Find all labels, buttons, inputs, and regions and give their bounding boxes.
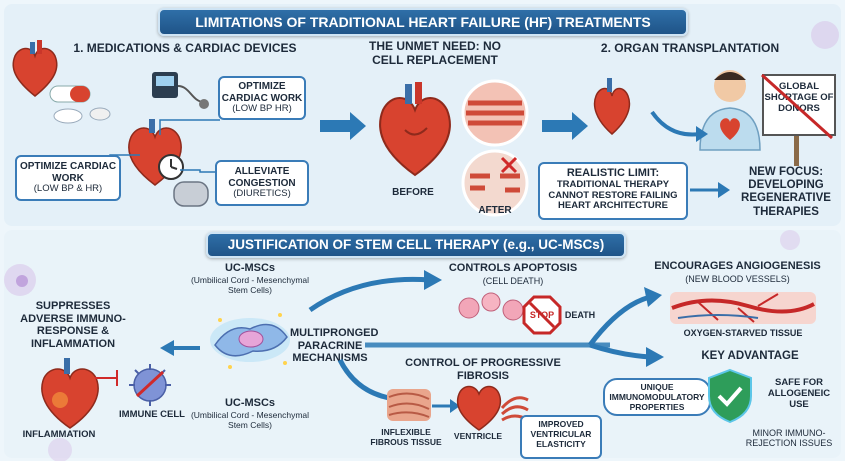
alleviate-sub: (DIURETICS)	[233, 188, 291, 199]
optimize-top-title: OPTIMIZE CARDIAC WORK	[221, 81, 303, 104]
arrow-fibrosis-to-ventricle	[432, 399, 460, 413]
optimize-cardiac-work-left-box: OPTIMIZE CARDIAC WORK (LOW BP & HR)	[15, 155, 121, 201]
heart-stopwatch-icon	[128, 119, 184, 186]
optimize-left-title: OPTIMIZE CARDIAC WORK	[19, 161, 117, 184]
arrow-to-new-focus	[690, 182, 730, 198]
apoptosis-title: CONTROLS APOPTOSIS	[448, 262, 578, 274]
cells-cluster-icon	[458, 292, 524, 321]
alleviate-title: ALLEVIATE CONGESTION	[228, 166, 296, 189]
optimize-top-sub: (LOW BP HR)	[232, 103, 292, 114]
angiogenesis-sub: (NEW BLOOD VESSELS)	[685, 274, 790, 284]
improved-elasticity-box: IMPROVED VENTRICULAR ELASTICITY	[520, 415, 602, 459]
minor-rejection-text: MINOR IMMUNO-REJECTION ISSUES	[745, 428, 833, 449]
realistic-limit-body: TRADITIONAL THERAPY CANNOT RESTORE FAILI…	[548, 178, 678, 212]
patient-icon	[699, 70, 761, 151]
ucmsc-top-sub: (Umbilical Cord - Mesenchymal Stem Cells…	[190, 275, 310, 295]
transplant-heart-icon	[593, 78, 631, 135]
safe-allogeneic-text: SAFE FOR ALLOGENEIC USE	[767, 377, 831, 410]
realistic-limit-box: REALISTIC LIMIT: TRADITIONAL THERAPY CAN…	[538, 162, 688, 220]
heart-icon	[12, 40, 58, 97]
fibrous-tissue-icon	[387, 389, 431, 421]
new-focus-text: NEW FOCUS: DEVELOPING REGENERATIVE THERA…	[741, 166, 831, 218]
immune-cell-label: IMMUNE CELL	[119, 409, 185, 420]
top-title-banner: LIMITATIONS OF TRADITIONAL HEART FAILURE…	[158, 8, 688, 36]
section-transplant-title: 2. ORGAN TRANSPLANTATION	[600, 41, 780, 55]
elasticity-text: IMPROVED VENTRICULAR ELASTICITY	[530, 419, 592, 449]
blood-vessels-icon	[670, 292, 816, 324]
damaged-tissue-icon	[461, 149, 529, 217]
alleviate-congestion-box: ALLEVIATE CONGESTION (DIURETICS)	[215, 160, 309, 206]
arrow-to-suppresses	[160, 340, 200, 356]
inflexible-label: INFLEXIBLE FIBROUS TISSUE	[370, 427, 442, 447]
bottom-title-banner: JUSTIFICATION OF STEM CELL THERAPY (e.g.…	[206, 232, 626, 258]
arrow-right-1	[320, 112, 366, 140]
shortage-cross-icon	[760, 73, 834, 166]
multipronged-text: MULTIPRONGED PARACRINE MECHANISMS	[290, 327, 379, 365]
immune-cell-icon	[129, 364, 171, 406]
split-arrows-right	[588, 287, 664, 367]
oxygen-label: OXYGEN-STARVED TISSUE	[683, 328, 803, 338]
ucmsc-top-title: UC-MSCs	[224, 262, 276, 274]
shield-check-icon	[708, 368, 752, 424]
inhibit-marker	[95, 370, 118, 386]
unmet-need-title: THE UNMET NEED: NO CELL REPLACEMENT	[369, 39, 501, 67]
suppresses-text: SUPPRESSES ADVERSE IMMUNO-RESPONSE & INF…	[20, 300, 126, 350]
optimize-cardiac-work-top-box: OPTIMIZE CARDIAC WORK (LOW BP HR)	[218, 76, 306, 120]
section-medications-title: 1. MEDICATIONS & CARDIAC DEVICES	[73, 41, 297, 55]
healthy-tissue-icon	[461, 79, 529, 147]
inflamed-heart-icon	[41, 358, 99, 429]
before-label: BEFORE	[392, 187, 434, 198]
angiogenesis-title: ENCOURAGES ANGIOGENESIS	[654, 260, 821, 272]
ventricle-label: VENTRICLE	[453, 431, 503, 441]
fibrosis-title: CONTROL OF PROGRESSIVE FIBROSIS	[405, 357, 561, 382]
optimize-left-sub: (LOW BP & HR)	[33, 183, 103, 194]
ucmsc-bottom-title: UC-MSCs	[224, 397, 276, 409]
ucmsc-bottom-sub: (Umbilical Cord - Mesenchymal Stem Cells…	[190, 410, 310, 430]
arrow-right-2	[542, 112, 588, 140]
arrow-to-patient	[650, 110, 708, 142]
key-advantage-title: KEY ADVANTAGE	[701, 350, 799, 362]
stop-sign-icon	[522, 295, 562, 335]
stop-label: STOP	[529, 310, 555, 320]
inflammation-label: INFLAMMATION	[22, 429, 96, 440]
pills-icon	[49, 85, 111, 124]
apoptosis-sub: (CELL DEATH)	[482, 276, 544, 286]
stem-cell-icon	[210, 313, 290, 369]
ventricle-heart-icon	[456, 385, 502, 431]
death-label: DEATH	[564, 310, 596, 320]
unique-properties-box: UNIQUE IMMUNOMODULATORY PROPERTIES	[603, 378, 711, 416]
unique-text: UNIQUE IMMUNOMODULATORY PROPERTIES	[609, 382, 705, 412]
blood-pressure-monitor-icon	[152, 72, 209, 109]
large-heart-icon	[379, 82, 451, 177]
after-label: AFTER	[478, 205, 512, 216]
pacemaker-device-icon	[173, 181, 209, 207]
realistic-limit-title: REALISTIC LIMIT:	[566, 167, 660, 179]
